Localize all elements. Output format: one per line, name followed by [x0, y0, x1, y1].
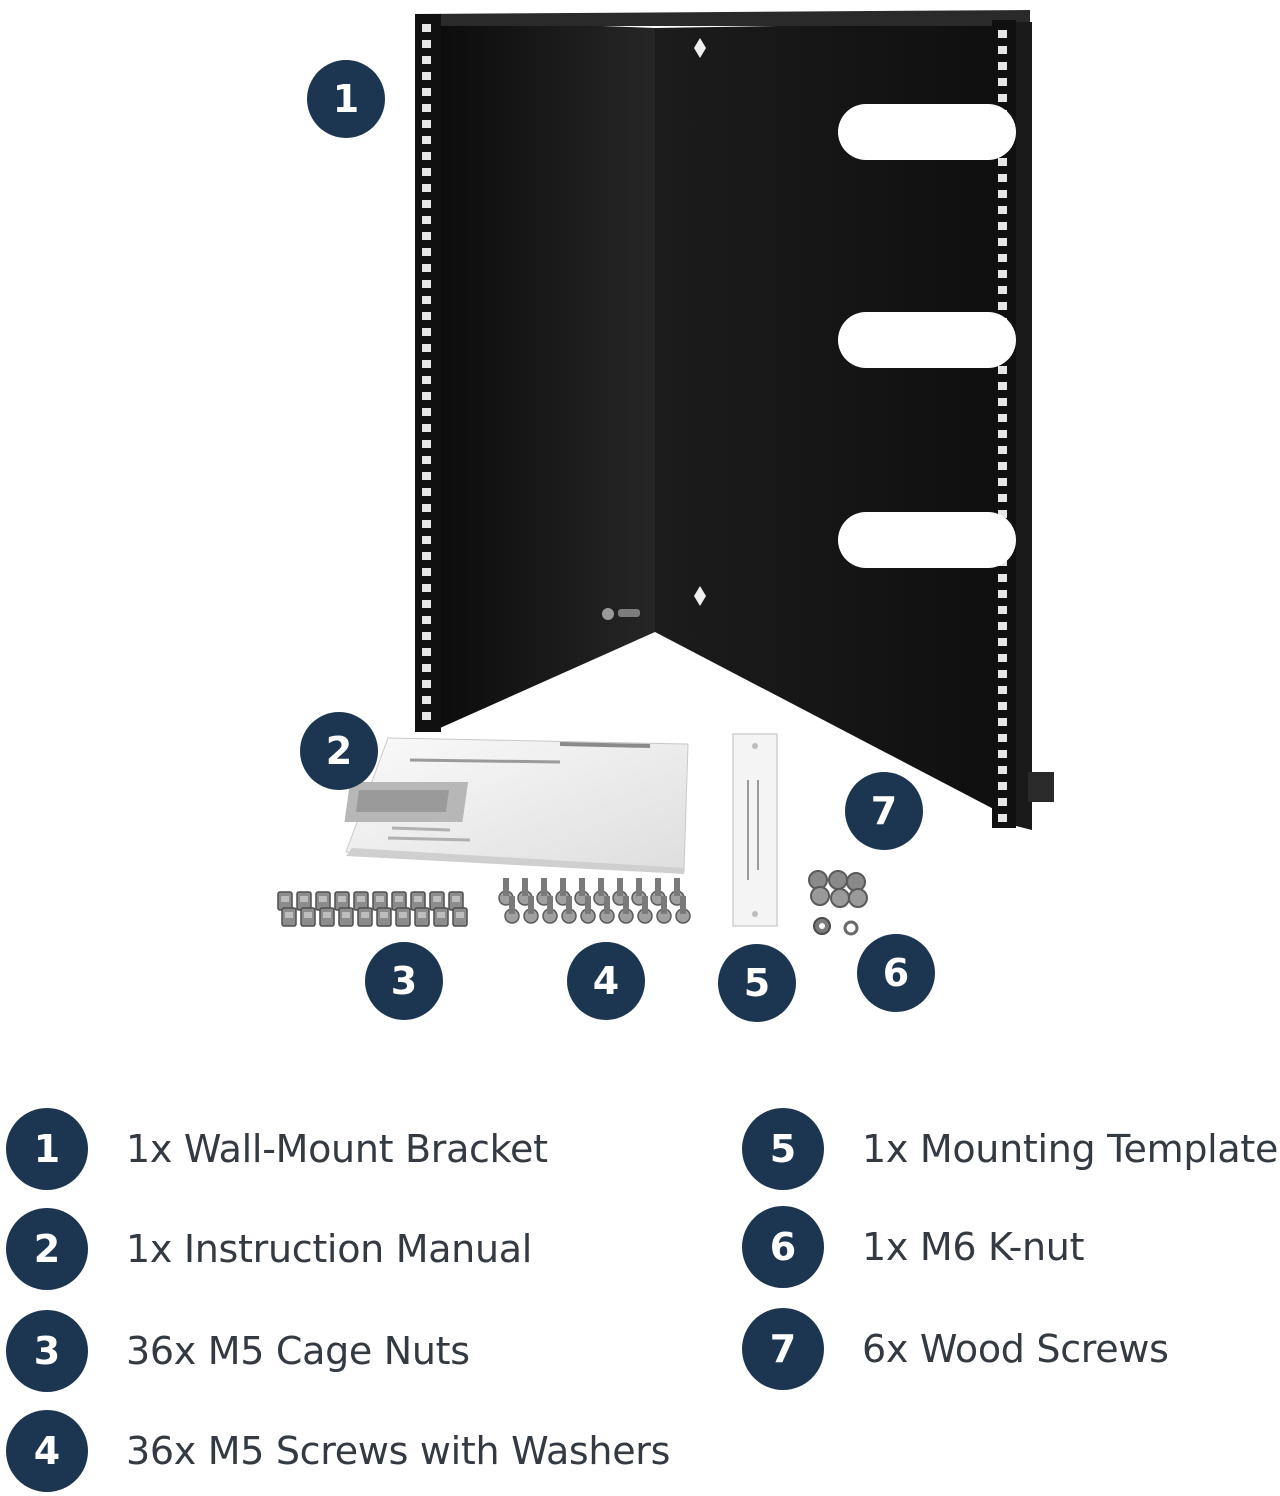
wood-screws-image: [808, 870, 868, 908]
legend-badge: 7: [742, 1308, 824, 1390]
legend-item-3: 3 36x M5 Cage Nuts: [6, 1310, 470, 1392]
legend-label: 36x M5 Screws with Washers: [126, 1429, 671, 1473]
cage-nuts-image: [277, 891, 468, 927]
legend-label: 1x M6 K-nut: [862, 1225, 1085, 1269]
legend-item-6: 6 1x M6 K-nut: [742, 1206, 1085, 1288]
legend-label: 1x Mounting Template: [862, 1127, 1279, 1171]
legend-label: 36x M5 Cage Nuts: [126, 1329, 470, 1373]
k-nut-image: [813, 917, 859, 936]
product-photo: 1 2 3 4 5 6 7: [277, 10, 1054, 1022]
legend-badge: 6: [742, 1206, 824, 1288]
legend-item-1: 1 1x Wall-Mount Bracket: [6, 1108, 548, 1190]
legend-badge: 3: [6, 1310, 88, 1392]
callout-5: 5: [718, 944, 796, 1022]
legend-badge: 2: [6, 1208, 88, 1290]
legend-label: 1x Instruction Manual: [126, 1227, 532, 1271]
callout-3: 3: [365, 942, 443, 1020]
instruction-manual-image: [344, 737, 689, 874]
callout-7: 7: [845, 772, 923, 850]
legend-item-4: 4 36x M5 Screws with Washers: [6, 1410, 670, 1492]
callout-2: 2: [300, 712, 378, 790]
legend-item-7: 7 6x Wood Screws: [742, 1308, 1169, 1390]
mounting-template-image: [732, 733, 778, 927]
m5-screws-image: [498, 878, 691, 924]
legend-label: 6x Wood Screws: [862, 1327, 1169, 1371]
callout-4: 4: [567, 942, 645, 1020]
legend-badge: 1: [6, 1108, 88, 1190]
callout-1: 1: [307, 60, 385, 138]
callout-6: 6: [857, 934, 935, 1012]
legend-badge: 4: [6, 1410, 88, 1492]
legend-badge: 5: [742, 1108, 824, 1190]
product-illustration: [277, 10, 1054, 936]
wall-mount-bracket-image: [415, 10, 1054, 830]
legend-item-2: 2 1x Instruction Manual: [6, 1208, 532, 1290]
legend-label: 1x Wall-Mount Bracket: [126, 1127, 548, 1171]
legend-item-5: 5 1x Mounting Template: [742, 1108, 1278, 1190]
